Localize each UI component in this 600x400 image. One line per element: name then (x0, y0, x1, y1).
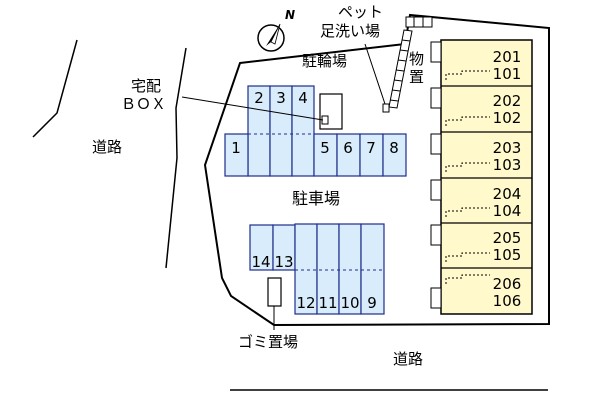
parking-space-number: 5 (320, 139, 330, 157)
parking-space-number: 1 (231, 139, 241, 157)
room-number-lower: 106 (493, 292, 522, 310)
room-number-lower: 101 (493, 65, 522, 83)
parking-space-number: 6 (343, 139, 353, 157)
room-number-lower: 102 (493, 109, 522, 127)
garbage-area-label: ゴミ置場 (238, 333, 298, 351)
delivery-box-label: 宅配 (131, 77, 161, 95)
room-number-upper: 203 (493, 139, 522, 157)
parking-space-number: 13 (274, 253, 293, 271)
parking-space-number: 7 (366, 139, 376, 157)
road-edge-line-left (32, 39, 78, 138)
compass-icon: N (257, 8, 295, 52)
parking-space (291, 85, 315, 177)
room-number-upper: 201 (493, 48, 522, 66)
parking-space-number: 14 (251, 253, 270, 271)
room-number-lower: 105 (493, 246, 522, 264)
parking-space (360, 223, 385, 315)
room-number-lower: 103 (493, 156, 522, 174)
parking-space-number: 9 (367, 294, 377, 312)
parking-block-bottom: 14 13 12 11 10 9 (249, 223, 385, 315)
garbage-area-box (267, 277, 282, 307)
parking-space (382, 133, 407, 177)
pet-wash-label: 足洗い場 (320, 22, 380, 40)
storage-label: 物 (409, 50, 424, 68)
parking-space (224, 133, 249, 177)
storage-label: 置 (409, 68, 424, 86)
road-label-south: 道路 (393, 350, 423, 368)
parking-space-number: 3 (276, 89, 286, 107)
apartment-building: 201 101 202 102 203 103 204 104 205 105 … (430, 39, 533, 315)
pet-wash-marker (382, 103, 390, 113)
road-label-west: 道路 (92, 138, 122, 156)
compass-north-label: N (285, 8, 295, 22)
room-number-lower: 104 (493, 202, 522, 220)
parking-block-top: 2 3 4 1 5 6 7 8 (224, 85, 407, 177)
parking-space-number: 10 (340, 294, 359, 312)
parking-space-number: 2 (254, 89, 264, 107)
parking-space-number: 11 (318, 294, 337, 312)
delivery-box-leader-line (181, 96, 324, 121)
parking-lot-label: 駐車場 (292, 189, 340, 208)
room-number-upper: 202 (493, 92, 522, 110)
delivery-box-label: ＢＯＸ (121, 95, 166, 113)
pet-wash-leader-line (364, 43, 386, 105)
pet-wash-label: ペット (338, 3, 383, 21)
parking-space-number: 4 (298, 89, 308, 107)
room-number-upper: 204 (493, 185, 522, 203)
bicycle-parking-label: 駐輪場 (302, 52, 347, 70)
parking-space-number: 12 (296, 294, 315, 312)
parking-space-number: 8 (389, 139, 399, 157)
room-number-upper: 206 (493, 275, 522, 293)
bike-rack-strip (388, 16, 433, 109)
room-number-upper: 205 (493, 229, 522, 247)
road-edge-line-mid (165, 47, 187, 269)
